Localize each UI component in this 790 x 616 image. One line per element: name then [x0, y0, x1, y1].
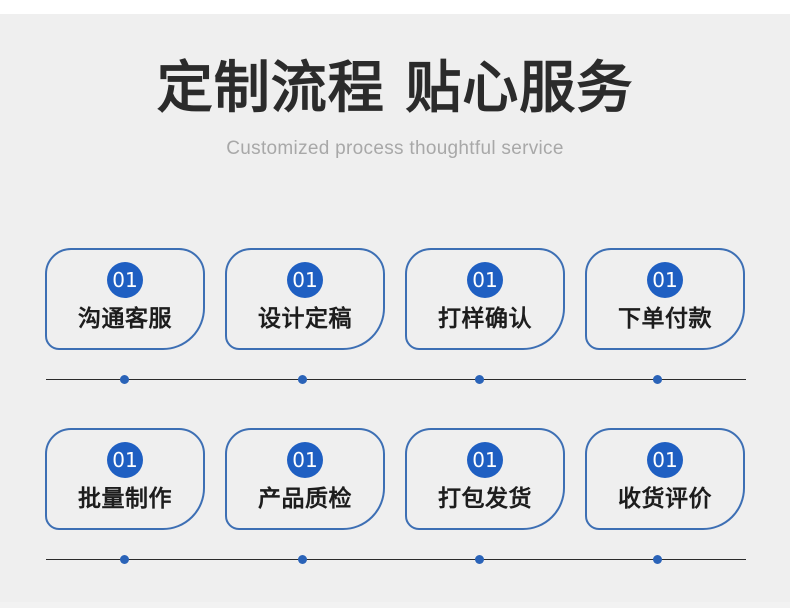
connector-dot	[120, 375, 129, 384]
connector-line	[46, 379, 746, 380]
step-number-text: 01	[652, 268, 678, 292]
step-number-badge: 01	[287, 262, 323, 298]
step-label: 批量制作	[78, 486, 172, 512]
step-label: 产品质检	[258, 486, 352, 512]
step-number-text: 01	[112, 448, 138, 472]
step-number-badge: 01	[107, 442, 143, 478]
connector-line	[46, 559, 746, 560]
step-number-badge: 01	[467, 442, 503, 478]
step-label: 打样确认	[438, 306, 532, 332]
connector-track-2	[46, 553, 746, 567]
step-label: 下单付款	[618, 306, 712, 332]
step-label: 收货评价	[618, 486, 712, 512]
step-number-badge: 01	[647, 442, 683, 478]
step-label: 设计定稿	[258, 306, 352, 332]
process-step-card[interactable]: 01 沟通客服	[45, 248, 205, 350]
connector-dot	[653, 555, 662, 564]
canvas-footer-strip	[0, 602, 790, 608]
step-number-text: 01	[292, 448, 318, 472]
step-number-text: 01	[112, 268, 138, 292]
connector-track-1	[46, 373, 746, 387]
process-step-card[interactable]: 01 设计定稿	[225, 248, 385, 350]
step-number-text: 01	[472, 448, 498, 472]
step-number-text: 01	[292, 268, 318, 292]
connector-dot	[298, 555, 307, 564]
connector-dot	[475, 555, 484, 564]
connector-dot	[653, 375, 662, 384]
step-number-text: 01	[472, 268, 498, 292]
process-step-card[interactable]: 01 打包发货	[405, 428, 565, 530]
process-step-card[interactable]: 01 收货评价	[585, 428, 745, 530]
heading-block: 定制流程 贴心服务 Customized process thoughtful …	[0, 56, 790, 160]
connector-dot	[475, 375, 484, 384]
process-step-card[interactable]: 01 批量制作	[45, 428, 205, 530]
connector-dot	[298, 375, 307, 384]
process-row-2: 01 批量制作 01 产品质检 01 打包发货 01 收货评价	[45, 428, 745, 530]
page-title: 定制流程 贴心服务	[156, 56, 634, 121]
process-row-1: 01 沟通客服 01 设计定稿 01 打样确认 01 下单付款	[45, 248, 745, 350]
process-step-card[interactable]: 01 下单付款	[585, 248, 745, 350]
step-label: 沟通客服	[78, 306, 172, 332]
connector-dot	[120, 555, 129, 564]
step-number-text: 01	[652, 448, 678, 472]
process-step-card[interactable]: 01 打样确认	[405, 248, 565, 350]
step-label: 打包发货	[438, 486, 532, 512]
step-number-badge: 01	[647, 262, 683, 298]
step-number-badge: 01	[467, 262, 503, 298]
page-subtitle: Customized process thoughtful service	[226, 138, 564, 160]
step-number-badge: 01	[287, 442, 323, 478]
process-step-card[interactable]: 01 产品质检	[225, 428, 385, 530]
step-number-badge: 01	[107, 262, 143, 298]
